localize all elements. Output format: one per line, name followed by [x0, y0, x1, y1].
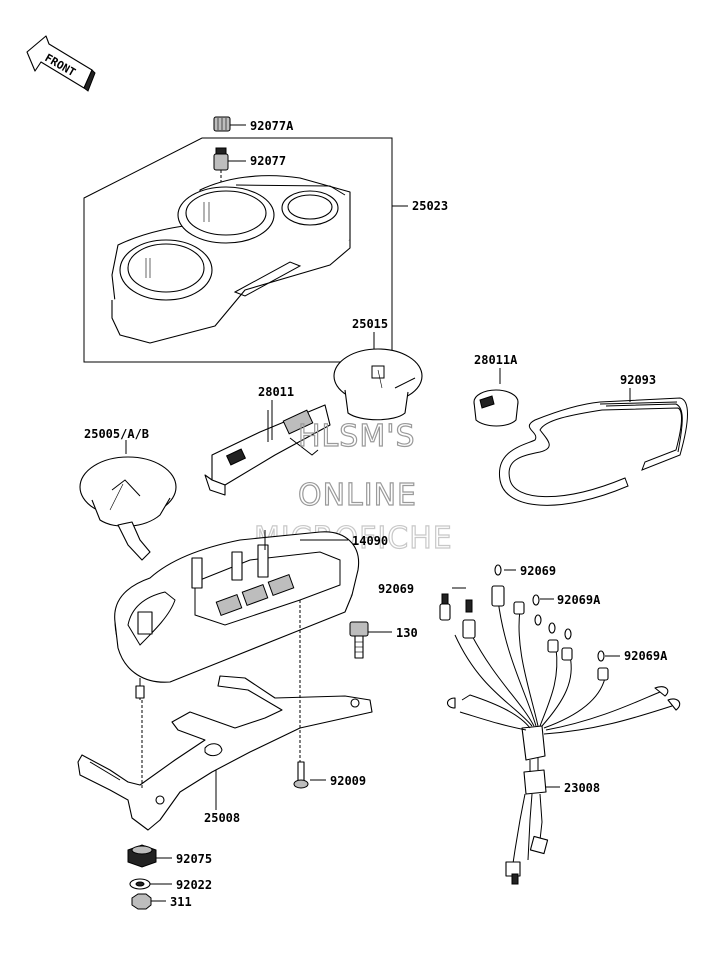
label-92077A: 92077A [250, 119, 294, 133]
pcb-28011 [204, 400, 331, 496]
label-92075: 92075 [176, 852, 212, 866]
meter-25015 [333, 332, 423, 421]
bracket-25008 [77, 600, 373, 831]
label-92009: 92009 [330, 774, 366, 788]
label-92077: 92077 [250, 154, 286, 168]
watermark-line1: HLSM'S [298, 419, 416, 454]
washer-92022 [129, 878, 172, 890]
cap-nut-92077A [213, 116, 246, 132]
front-arrow-icon: FRONT [26, 35, 96, 92]
bolt-130 [349, 621, 392, 659]
label-92093: 92093 [620, 373, 656, 387]
label-92069A-1: 92069A [557, 593, 601, 607]
socket-28011A [473, 368, 519, 427]
meter-cover-25023 [111, 175, 351, 344]
part-labels: 92077A 92077 25023 25015 28011A 92093 28… [84, 119, 668, 909]
label-23008: 23008 [564, 781, 600, 795]
label-92069-left: 92069 [378, 582, 414, 596]
label-25023: 25023 [412, 199, 448, 213]
label-130: 130 [396, 626, 418, 640]
grommet-92075 [127, 844, 172, 868]
label-25005: 25005/A/B [84, 427, 149, 441]
label-25015: 25015 [352, 317, 388, 331]
label-92069A-2: 92069A [624, 649, 668, 663]
label-28011A: 28011A [474, 353, 518, 367]
nut-311 [131, 893, 166, 910]
label-25008: 25008 [204, 811, 240, 825]
watermark: HLSM'S ONLINE MICROFICHE [253, 418, 452, 556]
meter-25005 [79, 440, 177, 561]
label-14090: 14090 [352, 534, 388, 548]
watermark-line2: ONLINE [298, 478, 417, 513]
seal-92093 [499, 388, 688, 506]
screw-92009 [293, 761, 326, 789]
label-28011: 28011 [258, 385, 294, 399]
label-92022: 92022 [176, 878, 212, 892]
meter-case-14090 [114, 530, 360, 700]
assembly-box [83, 137, 393, 363]
label-311: 311 [170, 895, 192, 909]
harness-23008 [439, 564, 681, 885]
label-92069-top: 92069 [520, 564, 556, 578]
meter-cover-group [83, 116, 408, 363]
